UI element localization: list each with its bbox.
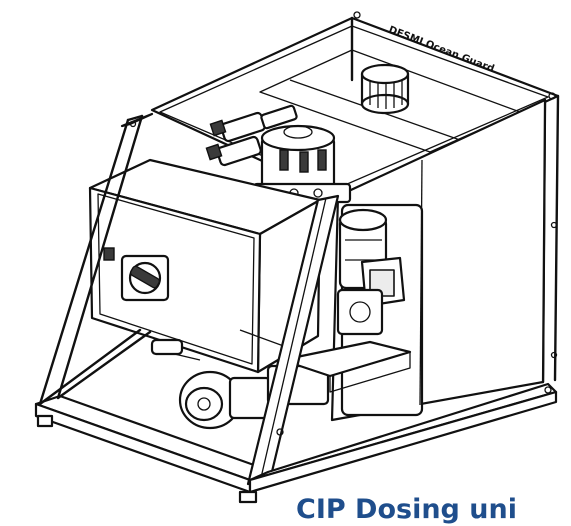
caption-title: CIP Dosing uni bbox=[296, 494, 517, 525]
dosing-pump bbox=[150, 338, 330, 430]
solenoid-valves bbox=[205, 104, 298, 167]
main-switch bbox=[120, 254, 170, 302]
tank-filler-cap bbox=[360, 63, 410, 115]
indicator-lamp bbox=[103, 247, 115, 261]
frame-front bbox=[34, 112, 558, 504]
pump-motor bbox=[336, 208, 406, 336]
